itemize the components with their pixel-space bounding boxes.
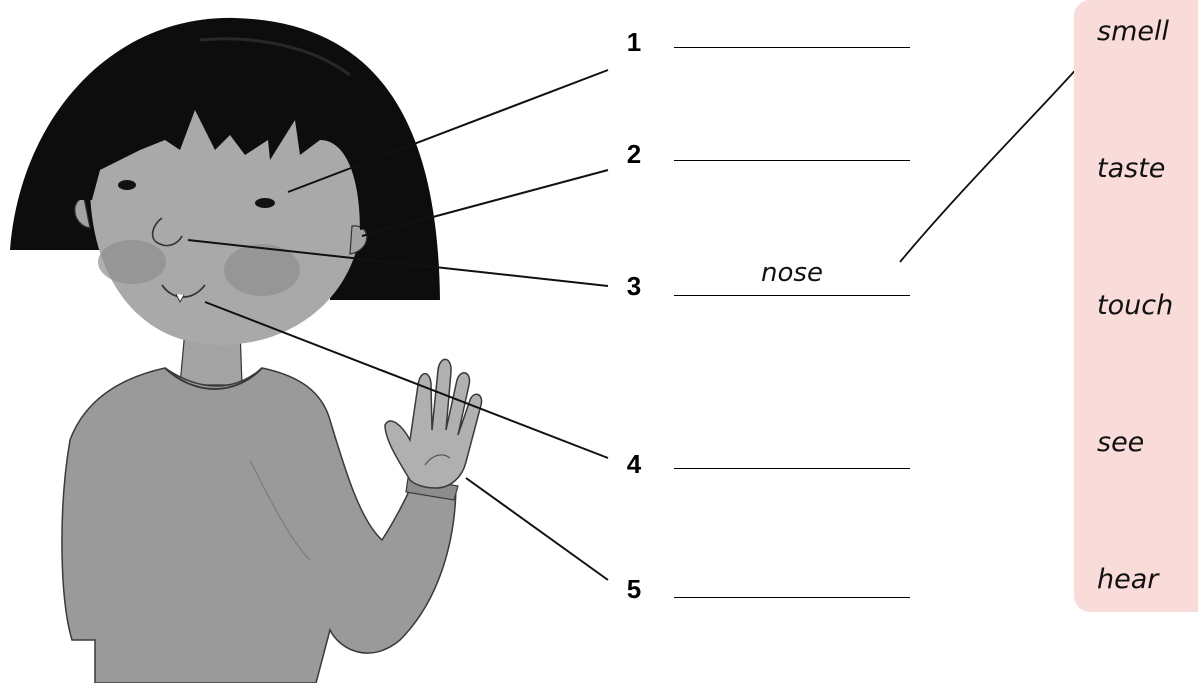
answer-line-1[interactable] (674, 47, 910, 48)
pointer-line-5 (466, 478, 608, 580)
match-line-nose-smell (900, 45, 1094, 262)
sense-word-smell[interactable]: smell (1097, 16, 1169, 48)
cheek-left (98, 240, 166, 284)
answer-line-5[interactable] (674, 597, 910, 598)
part-number-1: 1 (619, 27, 649, 57)
sense-word-see[interactable]: see (1097, 427, 1144, 459)
answer-line-4[interactable] (674, 468, 910, 469)
part-number-5: 5 (619, 574, 649, 604)
sense-word-hear[interactable]: hear (1097, 564, 1158, 596)
sense-word-touch[interactable]: touch (1097, 290, 1173, 322)
answer-line-2[interactable] (674, 160, 910, 161)
eye-left (118, 180, 136, 190)
sweater (62, 368, 456, 683)
answer-text-3[interactable]: nose (674, 258, 910, 288)
sense-word-taste[interactable]: taste (1097, 153, 1165, 185)
hand (385, 359, 482, 488)
eye-right (255, 198, 275, 208)
answer-line-3[interactable] (674, 295, 910, 296)
part-number-4: 4 (619, 449, 649, 479)
part-number-3: 3 (619, 271, 649, 301)
part-number-2: 2 (619, 139, 649, 169)
